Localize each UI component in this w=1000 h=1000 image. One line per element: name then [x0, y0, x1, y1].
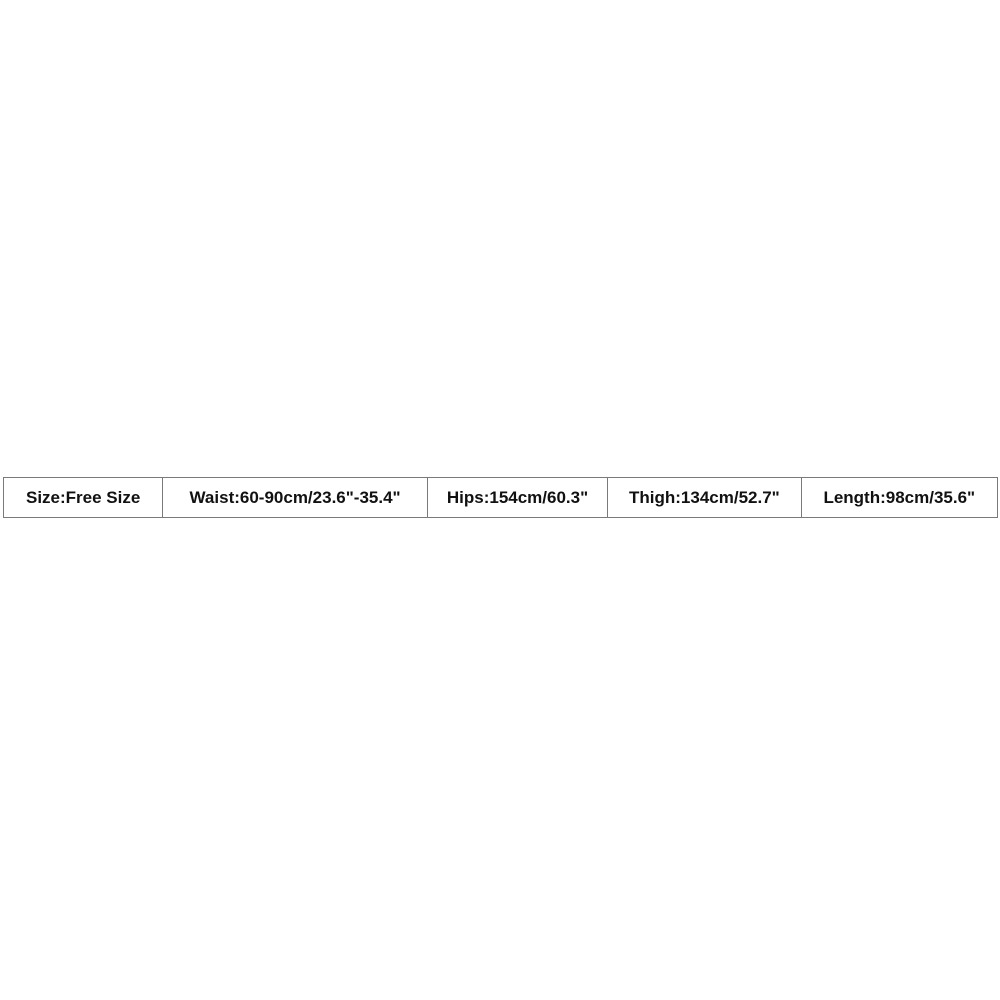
table-row: Size:Free Size Waist:60-90cm/23.6"-35.4"…	[2, 477, 999, 518]
hips-cell: Hips:154cm/60.3"	[426, 477, 609, 518]
waist-cell: Waist:60-90cm/23.6"-35.4"	[162, 477, 428, 518]
size-chart-table: Size:Free Size Waist:60-90cm/23.6"-35.4"…	[2, 477, 999, 518]
thigh-cell: Thigh:134cm/52.7"	[607, 477, 802, 518]
size-cell: Size:Free Size	[2, 477, 164, 518]
length-cell: Length:98cm/35.6"	[800, 477, 999, 518]
